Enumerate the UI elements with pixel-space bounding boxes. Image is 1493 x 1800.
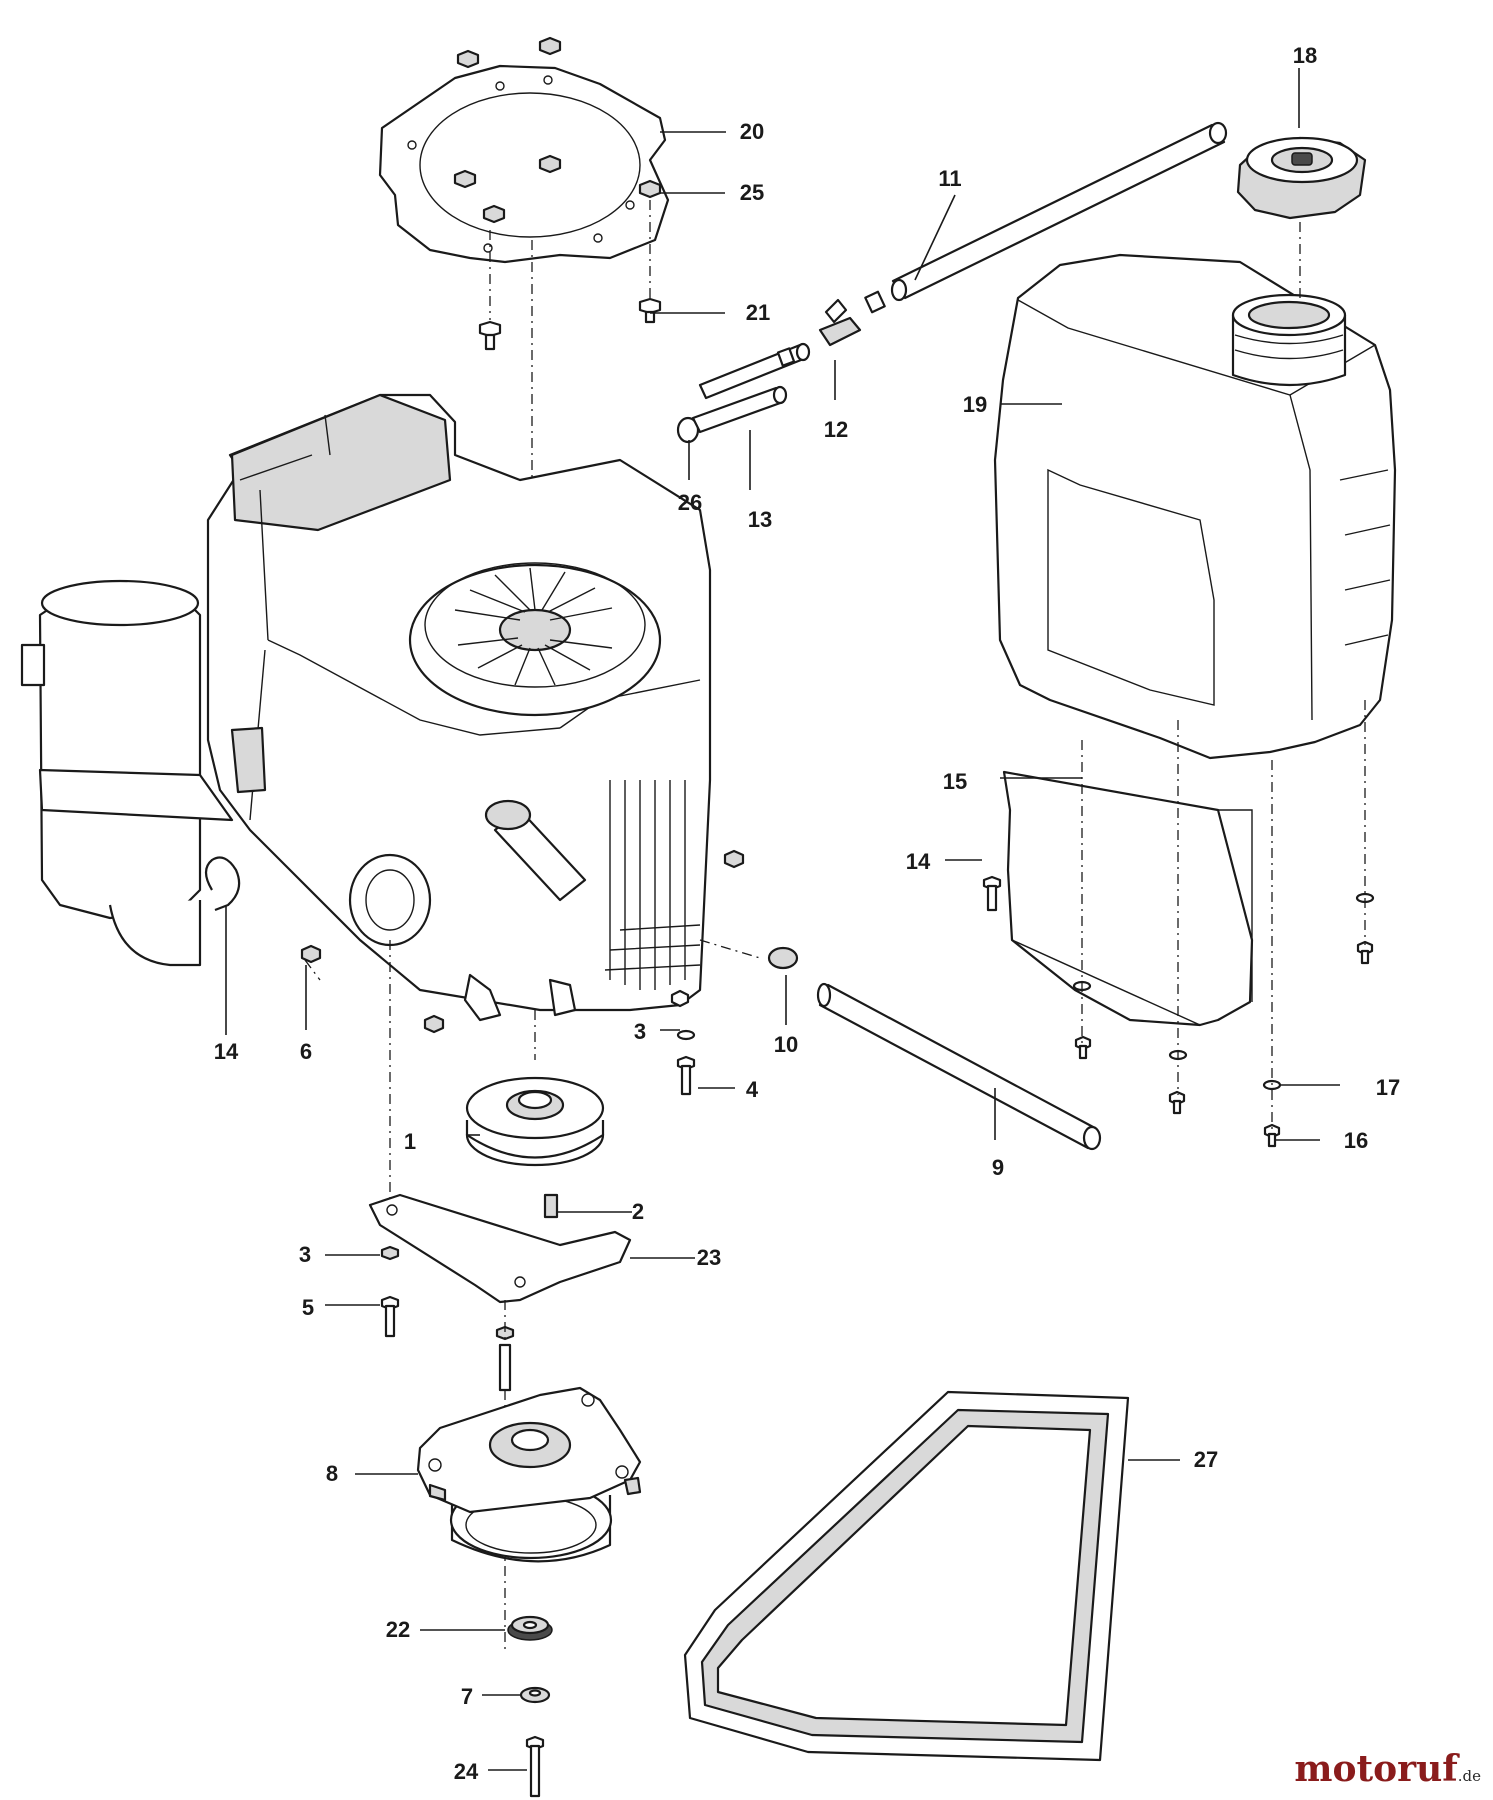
clutch-bracket xyxy=(368,1193,632,1304)
drive-belt xyxy=(683,1390,1130,1762)
callout-23: 23 xyxy=(696,1245,722,1270)
callout-3-engine: 3 xyxy=(633,1019,647,1044)
fuel-hose-fitting xyxy=(767,946,1102,1151)
callout-25: 25 xyxy=(739,180,765,205)
watermark-tld: .de xyxy=(1457,1767,1481,1785)
callout-18: 18 xyxy=(1292,43,1318,68)
plate-bolts xyxy=(478,297,662,351)
callout-24: 24 xyxy=(453,1759,479,1784)
electric-clutch xyxy=(416,1386,642,1563)
callout-12: 12 xyxy=(823,417,849,442)
mounting-plate xyxy=(378,64,670,264)
bracket-hardware xyxy=(380,1245,515,1392)
callout-16: 16 xyxy=(1343,1128,1369,1153)
callout-4: 4 xyxy=(745,1077,759,1102)
callout-5: 5 xyxy=(301,1295,315,1320)
callout-7: 7 xyxy=(460,1684,474,1709)
callout-19: 19 xyxy=(962,392,988,417)
fuel-tank xyxy=(993,253,1397,760)
engine-hardware xyxy=(204,849,745,1096)
callout-15: 15 xyxy=(942,769,968,794)
callout-8: 8 xyxy=(325,1461,339,1486)
callout-17: 17 xyxy=(1375,1075,1401,1100)
callout-10: 10 xyxy=(773,1032,799,1057)
callout-27: 27 xyxy=(1193,1447,1219,1472)
pulley-key xyxy=(543,1193,559,1219)
fuel-cap xyxy=(1236,136,1367,220)
callout-3-bracket: 3 xyxy=(298,1242,312,1267)
callout-9: 9 xyxy=(991,1155,1005,1180)
leader-lines xyxy=(225,68,1340,1771)
callout-14-engine: 14 xyxy=(213,1039,239,1064)
callout-20: 20 xyxy=(739,119,765,144)
callout-13: 13 xyxy=(747,507,773,532)
engine xyxy=(20,393,712,1022)
callout-14-tank: 14 xyxy=(905,849,931,874)
engine-pulley xyxy=(465,1076,605,1167)
callout-1: 1 xyxy=(403,1129,417,1154)
callout-21: 21 xyxy=(745,300,771,325)
callout-26: 26 xyxy=(677,490,703,515)
clutch-hardware xyxy=(507,1615,553,1798)
callout-22: 22 xyxy=(385,1617,411,1642)
plate-nuts xyxy=(453,36,662,224)
watermark-logo: motoruf.de xyxy=(1294,1748,1481,1790)
callout-11: 11 xyxy=(938,166,962,191)
fuel-line-assembly xyxy=(676,121,1228,444)
callout-6: 6 xyxy=(299,1039,313,1064)
watermark-brand: motoruf xyxy=(1294,1748,1458,1790)
heat-shield xyxy=(1002,770,1254,1027)
callout-2: 2 xyxy=(631,1199,645,1224)
